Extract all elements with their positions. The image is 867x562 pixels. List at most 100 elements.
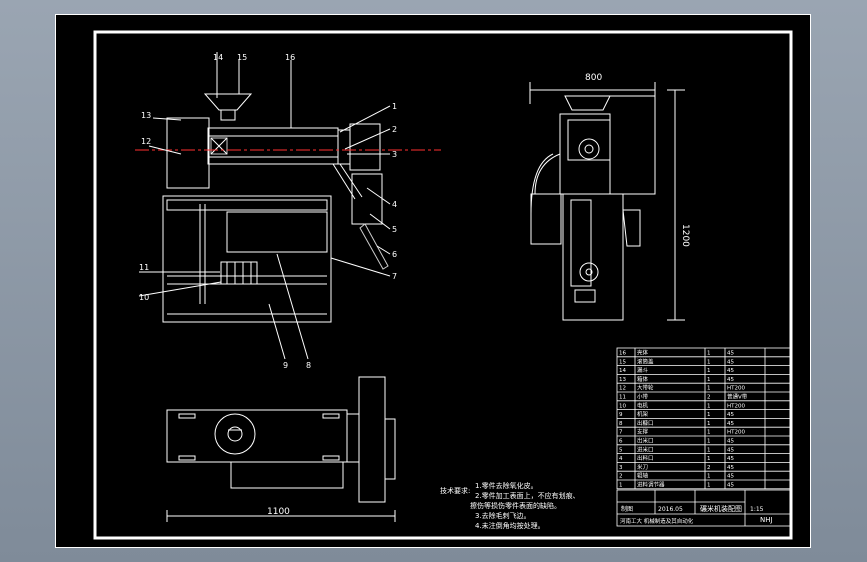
callout-2: 2 (392, 125, 397, 134)
callout-3: 3 (392, 150, 397, 159)
dimension-plan-width: 1100 (267, 507, 290, 517)
callout-9: 9 (283, 361, 288, 370)
parts-cell: 进料调节器 (637, 481, 665, 489)
drawing-scale: 1:15 (750, 506, 764, 513)
tech-req-heading: 技术要求: (440, 486, 470, 495)
dimension-width: 800 (585, 73, 602, 83)
parts-cell: 1 (707, 412, 711, 418)
parts-cell: 1 (619, 483, 623, 489)
school-name: 河南工大 机械制造及其自动化 (620, 517, 694, 525)
parts-cell: 6 (619, 439, 623, 445)
parts-cell: 1 (707, 483, 711, 489)
callout-5: 5 (392, 225, 397, 234)
parts-cell: 4 (619, 456, 623, 462)
parts-cell: 壳体 (637, 349, 649, 357)
dimension-height: 1200 (680, 224, 690, 247)
parts-cell: 16 (619, 351, 626, 357)
callout-7: 7 (392, 272, 397, 281)
parts-cell: 1 (707, 439, 711, 445)
parts-cell: 1 (707, 430, 711, 436)
parts-cell: 13 (619, 377, 626, 383)
side-view (529, 82, 685, 321)
tech-req-line-5: 4.未注倒角均按处理。 (475, 521, 545, 530)
parts-cell: 1 (707, 403, 711, 409)
parts-cell: 1 (707, 456, 711, 462)
parts-cell: 出米口 (637, 437, 654, 445)
parts-cell: 12 (619, 386, 626, 392)
parts-cell: 出料口 (637, 454, 654, 462)
parts-cell: 辊轴 (637, 472, 649, 480)
callout-14: 14 (213, 53, 223, 62)
callout-12: 12 (141, 137, 151, 146)
parts-cell: 大带轮 (637, 384, 654, 392)
tech-req-line-4: 3.去除毛刺飞边。 (475, 511, 531, 520)
parts-cell: 1 (707, 386, 711, 392)
parts-cell: 滚筒盖 (637, 357, 654, 365)
parts-cell: 小带 (637, 393, 649, 401)
parts-cell: HT200 (727, 386, 745, 392)
parts-cell: 5 (619, 447, 623, 453)
tech-req-line-3: 擦伤等损伤零件表面的缺陷。 (470, 501, 561, 510)
parts-cell: 1 (707, 377, 711, 383)
parts-cell: 45 (727, 368, 734, 374)
drawer-date: 2016.05 (658, 506, 683, 513)
parts-cell: 2 (707, 465, 711, 471)
parts-cell: 机架 (637, 410, 649, 418)
parts-cell: 3 (619, 465, 623, 471)
parts-cell: 1 (707, 421, 711, 427)
drawing-sheet: 1 2 3 4 5 6 7 9 8 11 10 14 15 16 13 12 (55, 14, 811, 548)
parts-cell: 1 (707, 359, 711, 365)
parts-cell: 支撑 (637, 428, 649, 436)
technical-requirements: 技术要求: 1.零件去除氧化皮。 2.零件加工表面上，不应有划痕、 擦伤等损伤零… (440, 481, 580, 530)
parts-cell: 1 (707, 447, 711, 453)
callout-1: 1 (392, 102, 397, 111)
parts-cell: 10 (619, 403, 626, 409)
parts-cell: 45 (727, 483, 734, 489)
parts-cell: 1 (707, 474, 711, 480)
parts-cell: HT200 (727, 430, 745, 436)
parts-cell: 电机 (637, 401, 649, 409)
parts-cell: 普通V带 (727, 393, 748, 401)
front-view (135, 52, 441, 360)
parts-cell: 9 (619, 412, 623, 418)
drawing-title: 碾米机装配图 (700, 504, 742, 513)
side-view-dimensions: 800 1200 (585, 73, 690, 247)
parts-cell: 15 (619, 359, 626, 365)
parts-cell: 45 (727, 377, 734, 383)
parts-cell: 1 (707, 351, 711, 357)
parts-cell: 出糠口 (637, 419, 654, 427)
drawing-code: NHJ (760, 516, 773, 524)
parts-cell: 2 (619, 474, 623, 480)
callout-8: 8 (306, 361, 311, 370)
drawer-label: 制图 (621, 505, 633, 513)
parts-cell: 45 (727, 439, 734, 445)
parts-cell: HT200 (727, 403, 745, 409)
tech-req-line-1: 1.零件去除氧化皮。 (475, 481, 538, 490)
parts-cell: 漏斗 (637, 366, 649, 374)
parts-cell: 进米口 (637, 445, 654, 453)
parts-cell: 45 (727, 359, 734, 365)
parts-cell: 45 (727, 421, 734, 427)
callout-16: 16 (285, 53, 295, 62)
callout-15: 15 (237, 53, 247, 62)
parts-cell: 7 (619, 430, 623, 436)
parts-cell: 1 (707, 368, 711, 374)
tech-req-line-2: 2.零件加工表面上，不应有划痕、 (475, 491, 580, 500)
parts-cell: 米刀 (637, 463, 648, 471)
parts-cell: 11 (619, 395, 626, 401)
parts-cell: 45 (727, 474, 734, 480)
parts-cell: 箱体 (637, 375, 649, 383)
parts-cell: 45 (727, 351, 734, 357)
front-view-callouts: 1 2 3 4 5 6 7 9 8 11 10 14 15 16 13 12 (139, 53, 397, 370)
parts-cell: 2 (707, 395, 711, 401)
parts-cell: 45 (727, 447, 734, 453)
parts-cell: 45 (727, 412, 734, 418)
callout-13: 13 (141, 111, 151, 120)
callout-4: 4 (392, 200, 397, 209)
parts-cell: 45 (727, 456, 734, 462)
callout-6: 6 (392, 250, 397, 259)
callout-10: 10 (139, 293, 149, 302)
parts-cell: 14 (619, 368, 626, 374)
